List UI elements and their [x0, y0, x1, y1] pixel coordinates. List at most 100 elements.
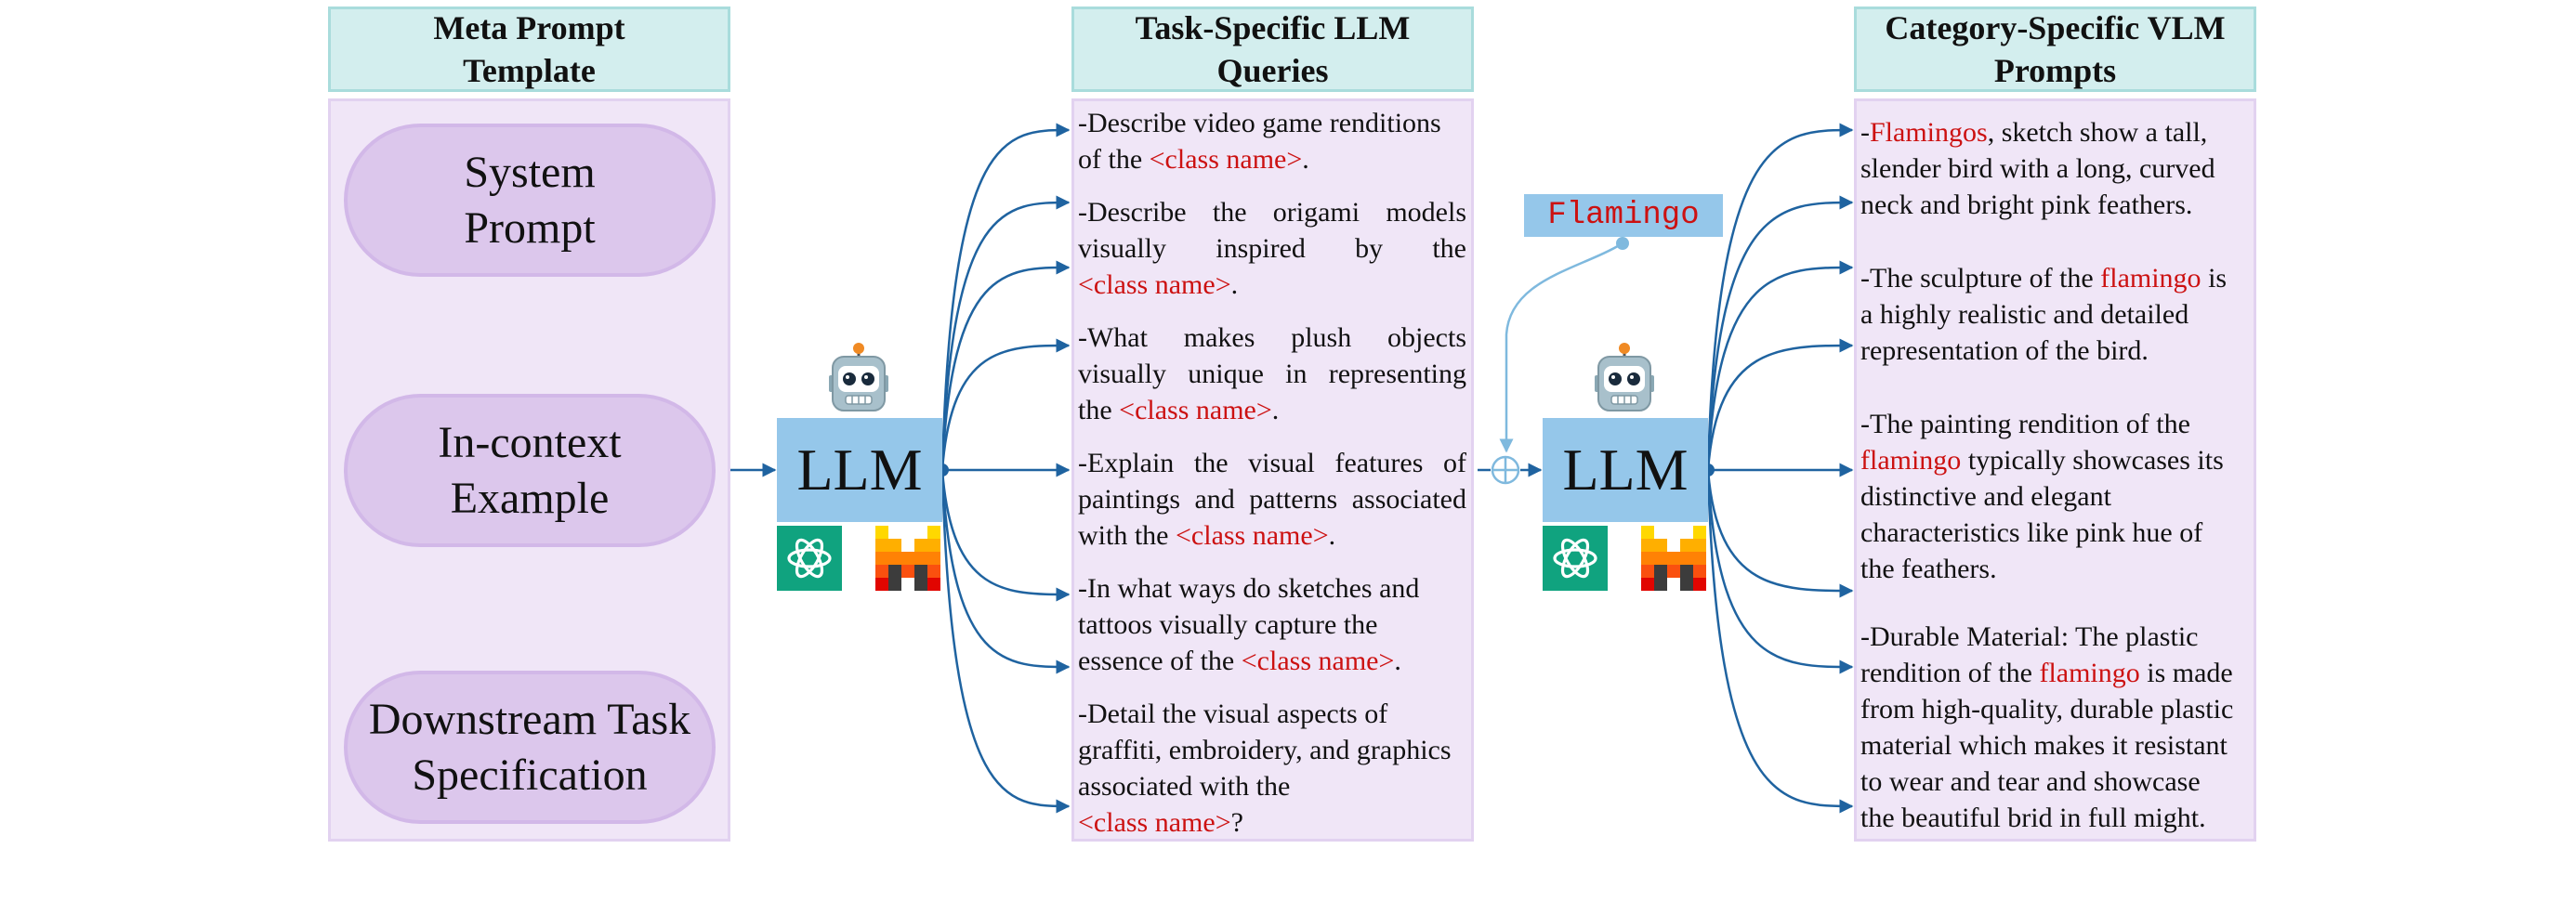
- prompt-line: rendition of the flamingo is made: [1860, 655, 2249, 691]
- highlighted-class-name: <class name>: [1176, 520, 1329, 551]
- llm2-output-arrows: [1706, 123, 1854, 814]
- query-line: associated with the: [1078, 768, 1466, 804]
- flamingo-to-plus-arrow: [1499, 242, 1623, 453]
- header-line: Template: [463, 52, 596, 89]
- query-line: graffiti, embroidery, and graphics: [1078, 732, 1466, 768]
- robot-icon: [829, 343, 888, 411]
- text-segment: -Detail the visual aspects of: [1078, 699, 1388, 729]
- prompt-line: characteristics like pink hue of: [1860, 515, 2249, 551]
- query-line: paintings and patterns associated: [1078, 481, 1466, 517]
- prompt-line: -Flamingos, sketch show a tall,: [1860, 114, 2249, 150]
- text-segment: of the: [1078, 144, 1150, 175]
- text-segment: typically showcases its: [1961, 445, 2224, 476]
- mistral-logo-icon: [875, 526, 940, 591]
- pill-line: System: [464, 147, 596, 197]
- prompt-line: -The sculpture of the flamingo is: [1860, 260, 2249, 296]
- prompt-line: to wear and tear and showcase: [1860, 764, 2249, 800]
- query-line: -Describe video game renditions: [1078, 105, 1466, 141]
- pill-line: Prompt: [464, 202, 596, 253]
- text-segment: -Describe video game renditions: [1078, 108, 1441, 138]
- text-segment: a highly realistic and detailed: [1860, 299, 2189, 330]
- highlighted-class-name: <class name>: [1078, 269, 1231, 300]
- query-line: of the <class name>.: [1078, 141, 1466, 177]
- llm1-fan-arrow-2: [940, 260, 1071, 471]
- prompt-line: flamingo typically showcases its: [1860, 442, 2249, 478]
- prompt-line: -The painting rendition of the: [1860, 406, 2249, 442]
- header-line: Category-Specific VLM: [1885, 9, 2226, 46]
- vlm-prompt: -Flamingos, sketch show a tall,slender b…: [1860, 114, 2249, 223]
- highlighted-class-name: <class name>: [1078, 807, 1231, 838]
- query-line: tattoos visually capture the: [1078, 607, 1466, 643]
- prompt-line: material which makes it resistant: [1860, 727, 2249, 764]
- text-segment: tattoos visually capture the: [1078, 609, 1378, 640]
- text-segment: .: [1230, 269, 1239, 300]
- llm2-fan-arrow-3: [1706, 338, 1854, 471]
- text-segment: -The sculpture of the: [1860, 263, 2101, 294]
- llm-label: LLM: [1562, 437, 1689, 503]
- text-segment: ?: [1230, 807, 1243, 838]
- query-line: essence of the <class name>.: [1078, 643, 1466, 679]
- text-segment: slender bird with a long, curved: [1860, 153, 2215, 184]
- text-segment: .: [1302, 144, 1309, 175]
- llm2-fan-arrow-2: [1706, 260, 1854, 471]
- llm1-fan-arrow-5: [940, 469, 1071, 602]
- pill-line: Example: [450, 473, 610, 523]
- header-line: Meta Prompt: [433, 9, 625, 46]
- query-line: <class name>?: [1078, 804, 1466, 841]
- text-segment: the: [1078, 395, 1120, 425]
- text-segment: neck and bright pink feathers.: [1860, 189, 2193, 220]
- highlighted-class-name: <class name>: [1149, 144, 1303, 175]
- text-segment: to wear and tear and showcase: [1860, 766, 2201, 797]
- llm-box-query-generator: LLM: [777, 418, 942, 522]
- llm1-output-arrows: [940, 123, 1071, 814]
- query-line: -In what ways do sketches and: [1078, 570, 1466, 607]
- llm2-fan-arrow-5: [1706, 469, 1854, 598]
- llm1-fan-arrow-3: [940, 338, 1071, 471]
- query-line: -Detail the visual aspects of: [1078, 696, 1466, 732]
- text-segment: -The painting rendition of the: [1860, 409, 2190, 439]
- prompt-line: the feathers.: [1860, 551, 2249, 587]
- query-line: with the <class name>.: [1078, 517, 1466, 554]
- text-segment: -Describe the origami models: [1078, 197, 1466, 228]
- text-segment: associated with the: [1078, 771, 1291, 802]
- openai-logo-icon: [1543, 526, 1608, 591]
- prompt-line: representation of the bird.: [1860, 333, 2249, 369]
- pill-line: In-context: [438, 417, 622, 467]
- text-segment: .: [1271, 395, 1280, 425]
- llm1-fan-arrow-7: [940, 469, 1071, 814]
- highlighted-class-name: flamingo: [1860, 445, 1962, 476]
- text-segment: visually inspired by the: [1078, 233, 1466, 264]
- query-line: -Describe the origami models: [1078, 194, 1466, 230]
- llm1-fan-arrow-1: [940, 195, 1071, 471]
- prompt-line: from high-quality, durable plastic: [1860, 691, 2249, 727]
- llm-queries-panel: [1071, 98, 1474, 842]
- text-segment: with the: [1078, 520, 1176, 551]
- text-segment: the beautiful brid in full might.: [1860, 803, 2206, 833]
- header-line: Prompts: [1993, 52, 2117, 89]
- pill-line: Downstream Task: [368, 694, 691, 744]
- prompt-line: distinctive and elegant: [1860, 478, 2249, 515]
- text-segment: from high-quality, durable plastic: [1860, 694, 2234, 725]
- query-line: the <class name>.: [1078, 392, 1466, 428]
- query-line: visually inspired by the: [1078, 230, 1466, 267]
- llm-box-prompt-generator: LLM: [1543, 418, 1708, 522]
- query-line: -What makes plush objects: [1078, 320, 1466, 356]
- class-name-input-box: Flamingo: [1524, 194, 1723, 237]
- text-segment: rendition of the: [1860, 658, 2040, 688]
- highlighted-class-name: flamingo: [2039, 658, 2140, 688]
- highlighted-class-name: flamingo: [2100, 263, 2201, 294]
- llm2-fan-arrow-7: [1706, 469, 1854, 814]
